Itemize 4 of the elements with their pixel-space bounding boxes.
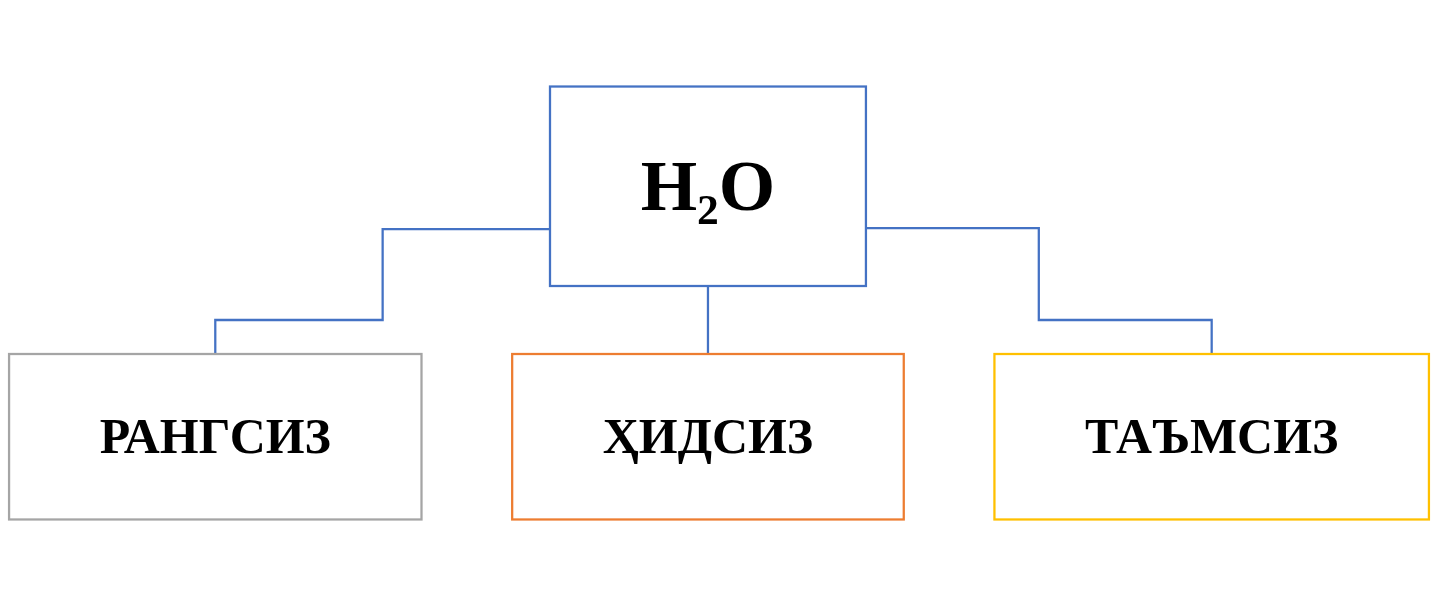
node-box: РАНГСИЗ <box>7 352 423 521</box>
node-box: ТАЪМСИЗ <box>993 352 1431 521</box>
node-box: ҲИДСИЗ <box>511 352 905 521</box>
node-box: H₂O <box>548 85 868 288</box>
